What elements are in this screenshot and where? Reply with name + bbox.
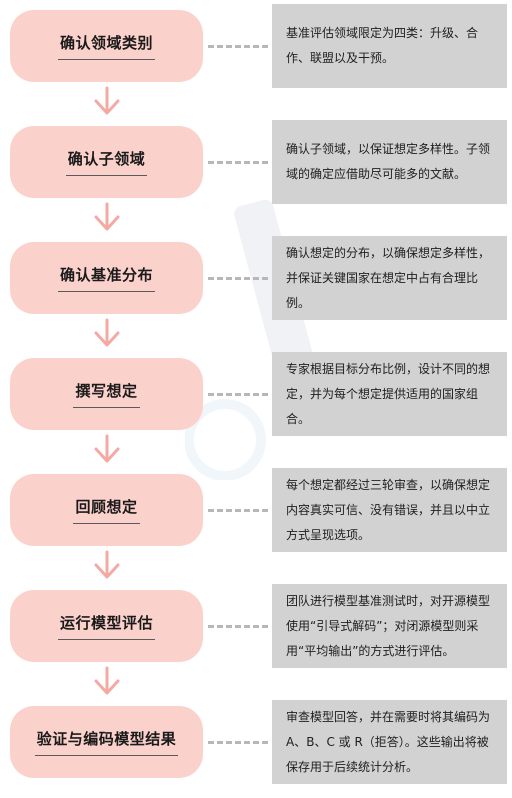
step-description-box: 确认子领域，以保证想定多样性。子领域的确定应借助尽可能多的文献。 <box>272 120 507 204</box>
step-box: 验证与编码模型结果 <box>10 706 203 778</box>
flow-step-row-7: 验证与编码模型结果 审查模型回答，并在需要时将其编码为 A、B、C 或 R（拒答… <box>0 698 512 784</box>
arrow-down-icon <box>94 86 120 115</box>
dashed-connector <box>208 741 268 744</box>
step-label: 确认领域类别 <box>57 32 155 60</box>
flow-step-row-3: 确认基准分布 确认想定的分布，以确保想定多样性，并保证关键国家在想定中占有合理比… <box>0 234 512 320</box>
step-description: 审查模型回答，并在需要时将其编码为 A、B、C 或 R（拒答）。这些输出将被保存… <box>286 709 491 774</box>
step-description-box: 确认想定的分布，以确保想定多样性，并保证关键国家在想定中占有合理比例。 <box>272 236 507 320</box>
flow-step-row-4: 撰写想定 专家根据目标分布比例，设计不同的想定，并为每个想定提供适用的国家组合。 <box>0 350 512 436</box>
dashed-connector <box>208 45 268 48</box>
dashed-connector <box>208 277 268 280</box>
step-label: 撰写想定 <box>73 380 140 408</box>
flow-step-row-1: 确认领域类别 基准评估领域限定为四类：升级、合作、联盟以及干预。 <box>0 2 512 88</box>
step-box: 确认子领域 <box>10 126 203 198</box>
arrow-down-icon <box>94 318 120 347</box>
step-description-box: 审查模型回答，并在需要时将其编码为 A、B、C 或 R（拒答）。这些输出将被保存… <box>272 700 507 784</box>
arrow-down-icon <box>94 202 120 231</box>
step-description-box: 基准评估领域限定为四类：升级、合作、联盟以及干预。 <box>272 4 507 88</box>
step-description: 确认想定的分布，以确保想定多样性，并保证关键国家在想定中占有合理比例。 <box>286 245 491 310</box>
step-label: 运行模型评估 <box>57 612 155 640</box>
flow-step-row-2: 确认子领域 确认子领域，以保证想定多样性。子领域的确定应借助尽可能多的文献。 <box>0 118 512 204</box>
step-description: 每个想定都经过三轮审查，以确保想定内容真实可信、没有错误，并且以中立方式呈现选项… <box>286 477 491 542</box>
dashed-connector <box>208 161 268 164</box>
dashed-connector <box>208 393 268 396</box>
step-label: 验证与编码模型结果 <box>34 728 179 756</box>
flow-step-row-6: 运行模型评估 团队进行模型基准测试时，对开源模型使用“引导式解码”；对闭源模型则… <box>0 582 512 668</box>
step-description: 基准评估领域限定为四类：升级、合作、联盟以及干预。 <box>286 26 479 65</box>
arrow-down-icon <box>94 434 120 463</box>
step-box: 回顾想定 <box>10 474 203 546</box>
step-box: 确认领域类别 <box>10 10 203 82</box>
arrow-down-icon <box>94 550 120 579</box>
step-description: 专家根据目标分布比例，设计不同的想定，并为每个想定提供适用的国家组合。 <box>286 361 491 426</box>
step-label: 回顾想定 <box>73 496 140 524</box>
arrow-down-icon <box>94 666 120 695</box>
step-description: 确认子领域，以保证想定多样性。子领域的确定应借助尽可能多的文献。 <box>286 142 491 181</box>
step-box: 确认基准分布 <box>10 242 203 314</box>
step-box: 运行模型评估 <box>10 590 203 662</box>
step-label: 确认子领域 <box>65 148 148 176</box>
step-label: 确认基准分布 <box>57 264 155 292</box>
step-description-box: 专家根据目标分布比例，设计不同的想定，并为每个想定提供适用的国家组合。 <box>272 352 507 436</box>
step-description-box: 团队进行模型基准测试时，对开源模型使用“引导式解码”；对闭源模型则采用“平均输出… <box>272 584 507 668</box>
step-description-box: 每个想定都经过三轮审查，以确保想定内容真实可信、没有错误，并且以中立方式呈现选项… <box>272 468 507 552</box>
flow-step-row-5: 回顾想定 每个想定都经过三轮审查，以确保想定内容真实可信、没有错误，并且以中立方… <box>0 466 512 552</box>
dashed-connector <box>208 625 268 628</box>
step-description: 团队进行模型基准测试时，对开源模型使用“引导式解码”；对闭源模型则采用“平均输出… <box>286 593 491 658</box>
dashed-connector <box>208 509 268 512</box>
step-box: 撰写想定 <box>10 358 203 430</box>
